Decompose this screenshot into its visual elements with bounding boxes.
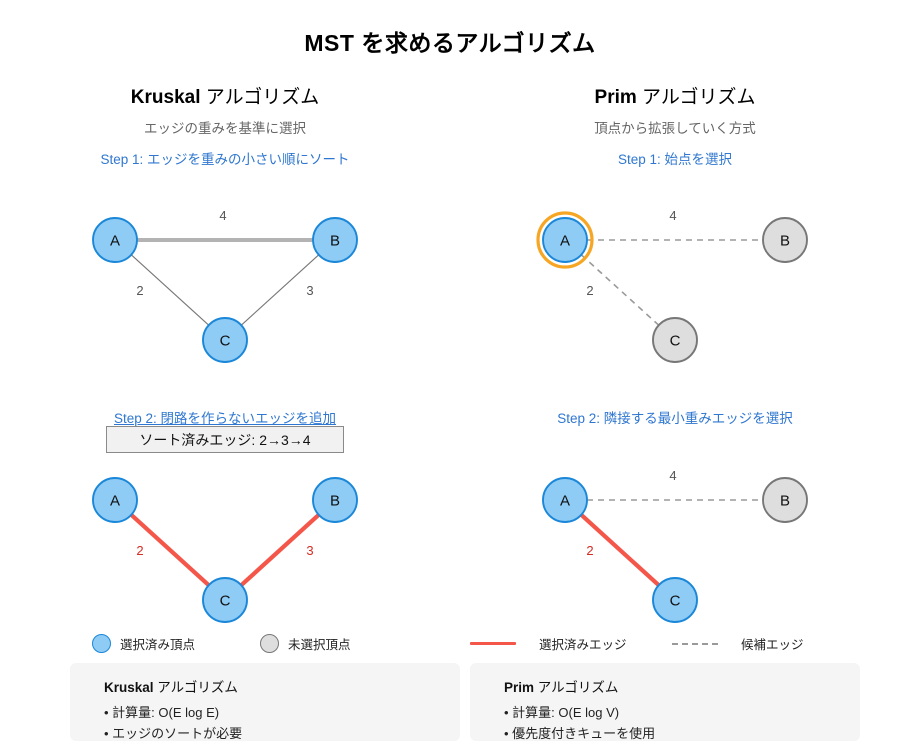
kruskal-summary-bullet-2: • エッジのソートが必要 [104,726,243,742]
kruskal-subtitle: エッジの重みを基準に選択 [144,121,306,136]
kruskal-summary-bullet-1: • 計算量: O(E log E) [104,705,220,720]
edge-weight-AC: 2 [586,283,593,298]
legend-candidate-edge: 候補エッジ [672,634,804,653]
node-C[interactable] [652,317,698,363]
node-label-C: C [670,333,681,350]
kruskal-summary-title: Kruskal アルゴリズム [104,676,460,696]
node-A[interactable] [542,217,588,263]
node-C[interactable] [652,577,698,623]
node-A[interactable] [542,477,588,523]
sorted-edges-text: ソート済みエッジ: 2→3→4 [139,431,311,448]
legend-selected-edge-label: 選択済みエッジ [539,638,627,652]
node-C[interactable] [202,577,248,623]
edge-AC [129,512,211,588]
candidate-edge-swatch-icon [672,642,718,645]
node-label-A: A [560,233,570,250]
prim-summary-bullet-1: • 計算量: O(E log V) [504,705,620,720]
edge-BC [239,512,321,588]
node-label-C: C [670,593,681,610]
prim-summary-title: Prim アルゴリズム [504,676,860,696]
node-highlight-ring-A [536,211,594,269]
edge-AC [579,512,661,588]
node-label-B: B [780,493,790,510]
graph-prim-step1: 4 2 A B C [536,208,808,363]
node-A[interactable] [92,217,138,263]
selected-edge-swatch-icon [470,641,516,646]
prim-subtitle: 頂点から拡張していく方式 [594,121,756,136]
node-A[interactable] [92,477,138,523]
prim-step1-label: Step 1: 始点を選択 [617,152,733,167]
edge-weight-AC: 2 [586,543,593,558]
graph-kruskal-step2: 2 3 A B C [92,477,358,623]
edge-weight-BC: 3 [306,543,313,558]
edge-weight-AC: 2 [136,543,143,558]
kruskal-summary-title-rest: アルゴリズム [153,680,238,695]
edge-weight-AB: 4 [219,208,226,223]
legend-unselected-node: 未選択頂点 [260,634,351,653]
node-B[interactable] [312,217,358,263]
graph-prim-step2: 4 2 A B C [542,468,808,623]
legend-candidate-edge-label: 候補エッジ [741,638,804,652]
kruskal-summary-panel: Kruskal アルゴリズム • 計算量: O(E log E) • エッジのソ… [70,663,460,741]
node-B[interactable] [312,477,358,523]
selected-node-swatch-icon [92,634,111,653]
prim-summary-title-bold: Prim [504,680,535,695]
prim-summary-panel: Prim アルゴリズム • 計算量: O(E log V) • 優先度付きキュー… [470,663,860,741]
prim-summary-bullet-2: • 優先度付きキューを使用 [504,726,656,742]
graph-kruskal-step1: 4 2 3 A B C [92,208,358,363]
legend-selected-node-label: 選択済み頂点 [120,638,196,652]
kruskal-column-title: Kruskal アルゴリズム [0,82,450,109]
edge-BC [240,254,320,326]
kruskal-title-rest: アルゴリズム [200,87,320,108]
kruskal-step2-label: Step 2: 閉路を作らないエッジを追加 [113,411,337,426]
prim-summary-title-rest: アルゴリズム [534,680,619,695]
edge-weight-AB: 4 [669,208,676,223]
edge-weight-AB: 4 [669,468,676,483]
node-label-C: C [220,593,231,610]
node-label-A: A [110,493,120,510]
edge-weight-AC: 2 [136,283,143,298]
node-B[interactable] [762,217,808,263]
node-C[interactable] [202,317,248,363]
node-label-B: B [780,233,790,250]
node-label-C: C [220,333,231,350]
node-label-B: B [330,233,340,250]
kruskal-summary-title-bold: Kruskal [104,680,154,695]
unselected-node-swatch-icon [260,634,279,653]
node-label-A: A [560,493,570,510]
prim-title-rest: アルゴリズム [636,87,756,108]
node-label-A: A [110,233,120,250]
kruskal-title-bold: Kruskal [130,87,201,108]
legend-selected-edge: 選択済みエッジ [470,634,627,653]
prim-title-bold: Prim [594,87,637,108]
node-B[interactable] [762,477,808,523]
edge-weight-BC: 3 [306,283,313,298]
legend-unselected-node-label: 未選択頂点 [288,638,351,652]
sorted-edges-box: ソート済みエッジ: 2→3→4 [106,426,344,453]
kruskal-step1-label: Step 1: エッジを重みの小さい順にソート [100,152,350,167]
edge-AC [130,254,210,326]
node-label-B: B [330,493,340,510]
prim-column-title: Prim アルゴリズム [450,82,900,109]
legend-selected-node: 選択済み頂点 [92,634,195,653]
page-title: MST を求めるアルゴリズム [304,30,596,56]
prim-step2-label: Step 2: 隣接する最小重みエッジを選択 [557,411,793,426]
